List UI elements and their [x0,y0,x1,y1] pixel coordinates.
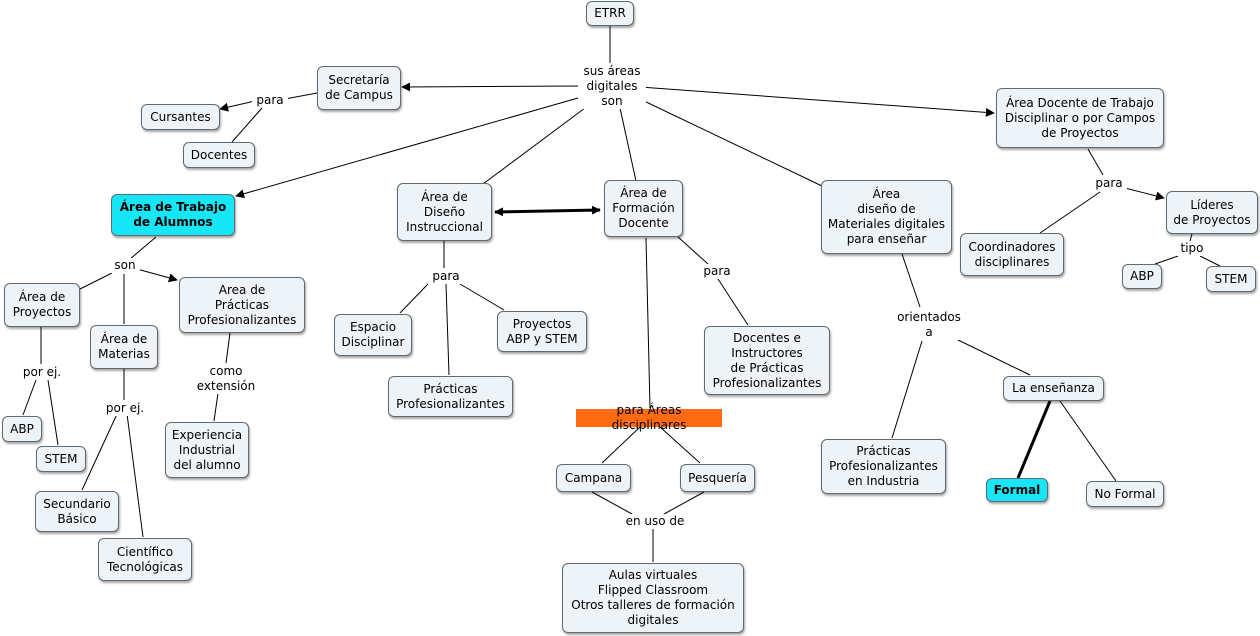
link-tipo-abp [1154,255,1179,265]
node-proyectos-abp-stem[interactable]: Proyectos ABP y STEM [497,311,587,352]
link-practicas-como [225,332,231,364]
node-area-trabajo-alumnos[interactable]: Área de Trabajo de Alumnos [111,194,235,236]
node-formal[interactable]: Formal [986,478,1048,502]
node-docentes[interactable]: Docentes [183,142,255,168]
node-docentes-instructores[interactable]: Docentes e Instructores de Prácticas Pro… [704,326,830,395]
link-areas-formacion [619,107,637,182]
label-en-uso-de: en uso de [618,514,692,529]
node-etrr[interactable]: ETRR [586,1,634,26]
label-para-secretaria: para [252,93,288,108]
link-formacion-disciplinares [645,237,651,409]
node-practicas-en-industria[interactable]: Prácticas Profesionalizantes en Industri… [821,439,946,494]
node-cientifico-tecnologicas[interactable]: Científico Tecnológicas [98,538,192,581]
node-abp-right[interactable]: ABP [1122,264,1162,289]
link-diseno-formacion [494,205,601,217]
node-coordinadores-disciplinares[interactable]: Coordinadores disciplinares [960,233,1064,276]
link-porej-cientifico [126,413,144,538]
label-para-diseno: para [428,269,464,284]
link-disciplinares-pesqueria [659,426,701,464]
node-area-de-materias[interactable]: Área de Materias [90,325,158,369]
label-tipo: tipo [1175,241,1209,256]
link-secretaria-para [284,92,318,100]
label-son-alumnos: son [110,258,140,273]
node-espacio-disciplinar[interactable]: Espacio Disciplinar [334,314,412,356]
node-para-areas-disciplinares[interactable]: para Áreas disciplinares [576,403,722,432]
node-lideres-de-proyectos[interactable]: Líderes de Proyectos [1166,191,1258,234]
label-para-formacion: para [699,264,735,279]
link-campana-enuso [591,491,633,515]
node-abp-left[interactable]: ABP [2,416,42,442]
node-area-diseno-instruccional[interactable]: Área de Diseño Instruccional [397,183,492,241]
link-para-docentes-instructores [717,278,749,326]
label-por-ej-materias: por ej. [100,401,150,416]
link-areas-docente [639,86,995,117]
label-como-extension: como extensión [189,364,263,394]
link-areas-secretaria [401,82,581,92]
link-areas-diseno [482,107,586,185]
node-area-formacion-docente[interactable]: Área de Formación Docente [604,180,683,237]
node-stem-right[interactable]: STEM [1206,266,1256,292]
link-ensenanza-noformal [1059,400,1117,482]
link-para-espacio [399,283,429,314]
label-por-ej-proyectos: por ej. [18,365,66,380]
node-secundario-basico[interactable]: Secundario Básico [35,491,119,532]
node-cursantes[interactable]: Cursantes [141,104,220,130]
link-docente-para [1087,148,1104,176]
link-para-coordinadores [1039,191,1101,234]
label-sus-areas-digitales-son: sus áreas digitales son [578,64,646,109]
node-la-ensenanza[interactable]: La enseñanza [1003,376,1104,401]
link-porej-abp [22,379,37,416]
node-campana[interactable]: Campana [556,464,631,492]
link-como-experiencia [213,392,219,422]
link-pesqueria-enuso [663,491,705,515]
link-orientados-practicas [891,340,923,439]
node-aulas-virtuales[interactable]: Aulas virtuales Flipped Classroom Otros … [562,563,744,633]
node-experiencia-industrial[interactable]: Experiencia Industrial del alumno [165,422,249,478]
node-area-practicas-profesionalizantes[interactable]: Area de Prácticas Profesionalizantes [179,277,305,333]
link-porej-stem [47,379,59,446]
link-areas-alumnos [235,97,579,199]
link-lideres-tipo [1189,233,1193,242]
node-practicas-profesionalizantes[interactable]: Prácticas Profesionalizantes [388,376,513,417]
link-areas-materiales [641,99,823,187]
link-materiales-orientados [901,253,921,308]
node-area-docente[interactable]: Área Docente de Trabajo Disciplinar o po… [996,88,1164,148]
link-son-proyectos [77,272,113,291]
link-porej-secundario [81,413,118,491]
link-alumnos-son [129,236,157,260]
label-orientados-a: orientados a [892,310,966,340]
node-no-formal[interactable]: No Formal [1086,481,1164,507]
link-disciplinares-campana [601,426,641,464]
node-area-de-proyectos[interactable]: Área de Proyectos [4,283,80,327]
link-orientados-ensenanza [953,337,1031,376]
label-para-docente: para [1091,176,1127,191]
link-para-proyectos [459,283,505,311]
node-secretaria-de-campus[interactable]: Secretaría de Campus [317,66,401,110]
link-formacion-para [677,236,709,265]
link-son-practicas [136,268,178,283]
link-ensenanza-formal [1016,400,1052,479]
node-area-materiales-digitales[interactable]: Área diseño de Materiales digitales para… [821,180,952,254]
link-para-cursantes [219,100,256,112]
link-para-lideres [1124,187,1165,201]
node-pesqueria[interactable]: Pesquería [680,464,755,492]
link-tipo-stem [1199,255,1221,267]
link-para-docentes [231,107,263,143]
node-stem-left[interactable]: STEM [36,446,86,472]
link-para-practicas [445,283,450,376]
